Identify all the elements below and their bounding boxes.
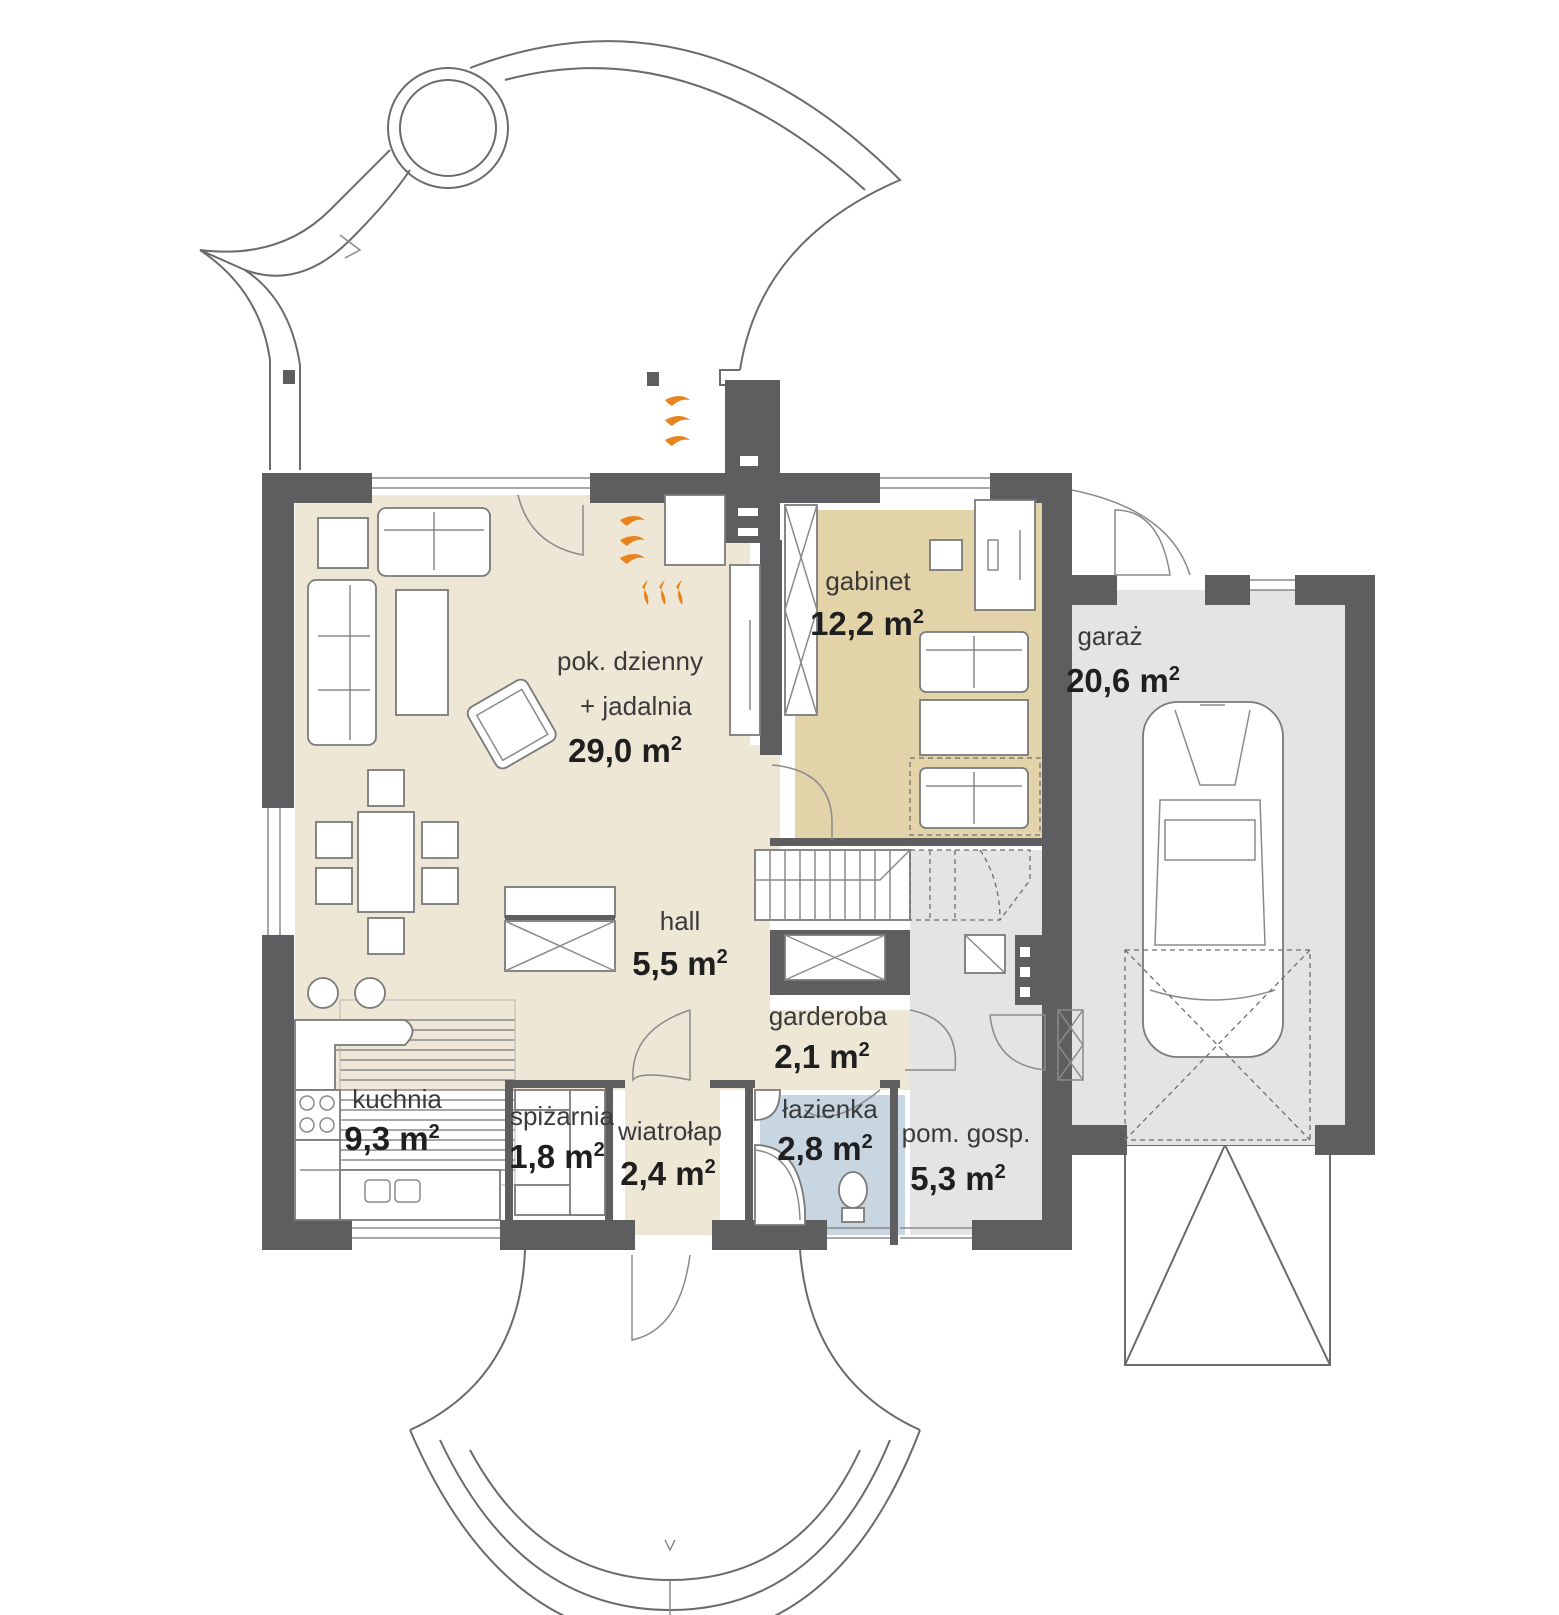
hall-furniture [504, 504, 886, 981]
garage-door-swing [1124, 949, 1311, 1141]
car-icon [1142, 701, 1284, 1058]
pantry-shelves [514, 1089, 606, 1216]
wardrobe-area: 2,1 m2 [774, 1038, 870, 1075]
bathroom-name: łazienka [782, 1094, 878, 1124]
staircase [754, 849, 1031, 921]
living-furniture [307, 507, 557, 1009]
stove-icon [299, 1095, 335, 1133]
living-name-2: + jadalnia [580, 691, 693, 721]
walls [262, 380, 1375, 1250]
doors [517, 489, 1191, 1118]
garage-name: garaż [1077, 621, 1142, 651]
rear-terrace [199, 40, 902, 470]
garage-area: 20,6 m2 [1066, 662, 1180, 699]
hall-name: hall [660, 906, 700, 936]
living-area: 29,0 m2 [568, 732, 682, 769]
sink-icon [364, 1179, 421, 1203]
utility-name: pom. gosp. [902, 1118, 1031, 1148]
fireplace-flame-icon [620, 396, 690, 605]
wardrobe-name: garderoba [769, 1001, 888, 1031]
kitchen-furniture [294, 1019, 501, 1221]
hall-area: 5,5 m2 [632, 945, 728, 982]
toilet-icon [838, 1171, 868, 1223]
fireplace [620, 396, 761, 736]
sink-icon-bath [754, 1089, 781, 1121]
front-terrace [409, 1249, 921, 1615]
kitchen-name: kuchnia [352, 1084, 442, 1114]
pantry-name: spiżarnia [510, 1101, 615, 1131]
living-name: pok. dzienny [557, 646, 703, 676]
vestibule-name: wiatrołap [617, 1116, 722, 1146]
shower-icon [754, 1144, 806, 1226]
pillar-1 [283, 370, 295, 384]
bathroom-area: 2,8 m2 [777, 1130, 873, 1167]
office-furniture [909, 499, 1041, 836]
utility-furniture [964, 934, 1006, 974]
pillar-2 [647, 372, 659, 386]
office-area: 12,2 m2 [810, 605, 924, 642]
pantry-area: 1,8 m2 [509, 1138, 605, 1175]
windows [267, 477, 1295, 1239]
room-labels: pok. dzienny + jadalnia 29,0 m2 gabinet … [344, 566, 1180, 1197]
office-name: gabinet [825, 566, 911, 596]
vestibule-area: 2,4 m2 [620, 1155, 716, 1192]
driveway [1124, 1142, 1331, 1366]
kitchen-area: 9,3 m2 [344, 1120, 440, 1157]
bathroom-fixtures [754, 1089, 868, 1226]
utility-area: 5,3 m2 [910, 1160, 1006, 1197]
